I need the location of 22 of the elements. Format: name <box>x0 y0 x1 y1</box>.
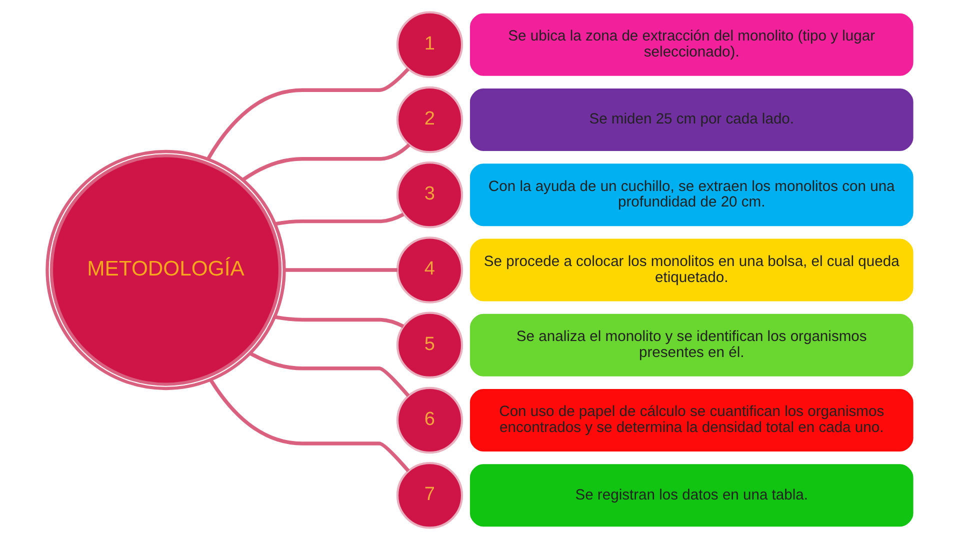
node-circle: 5 <box>396 312 464 378</box>
connector <box>206 68 410 160</box>
node-circle: 2 <box>396 86 464 154</box>
node-box: Con uso de papel de cálculo se cuantifican los organismos encontrados y se determina la densidad total en cada uno. <box>470 389 914 452</box>
node-circle: METODOLOGÍA <box>46 150 286 390</box>
connector <box>284 268 398 272</box>
node-box: Se procede a colocar los monolitos en una bolsa, el cual queda etiquetado. <box>470 238 914 302</box>
connector <box>274 315 404 328</box>
node-box: Se analiza el monolito y se identifican los organismos presentes en él. <box>470 314 914 376</box>
node-circle: 6 <box>396 386 464 454</box>
node-circle: 3 <box>396 162 464 228</box>
node-circle: 4 <box>396 236 464 304</box>
node-circle: 1 <box>396 11 464 78</box>
connector <box>209 378 410 472</box>
node-circle: 7 <box>396 462 464 529</box>
node-box: Se registran los datos en una tabla. <box>470 464 914 527</box>
connector <box>250 352 410 398</box>
node-box: Se ubica la zona de extracción del monolito (tipo y lugar seleccionado). <box>470 13 914 76</box>
node-box: Con la ayuda de un cuchillo, se extraen los monolitos con una profundidad de 20 cm. <box>470 164 914 226</box>
connector <box>242 143 410 182</box>
connector <box>274 212 404 226</box>
node-box: Se miden 25 cm por cada lado. <box>470 88 914 151</box>
